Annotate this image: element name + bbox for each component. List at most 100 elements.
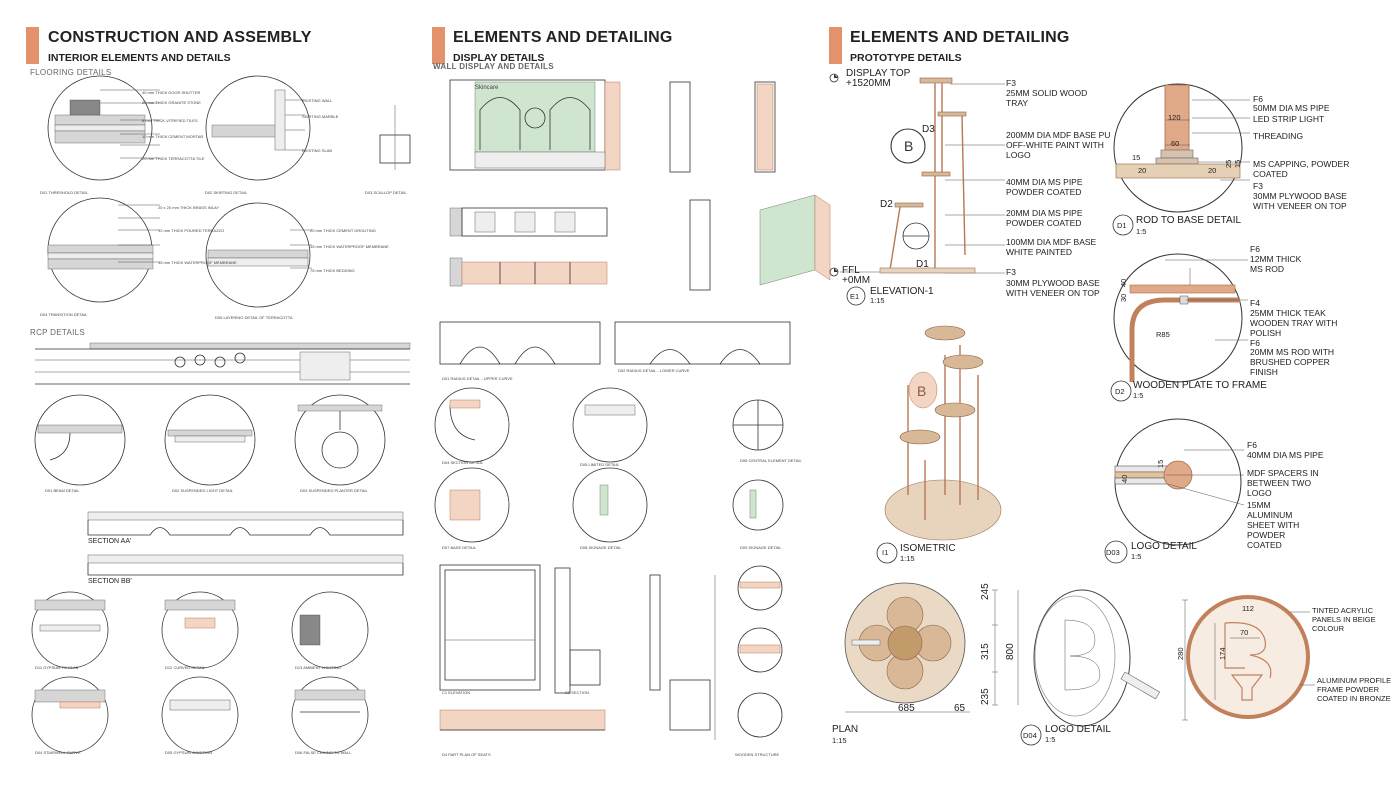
display-note: D09 SIGNAGE DETAIL: [740, 545, 782, 550]
d1-dim-20b: 20: [1208, 166, 1217, 175]
d1-threading: THREADING: [1253, 131, 1304, 141]
d2-code: D2: [1115, 387, 1125, 396]
rcp-note: D01 BEAM DETAIL: [45, 488, 80, 493]
floor-note: 8 mm THICK VITRIFIED TILES: [142, 118, 198, 123]
display-note: D07 BASE DETAIL: [442, 545, 476, 550]
display-note: Skincare: [475, 85, 499, 91]
elevation-drawing: B: [829, 73, 1005, 277]
d03-pipe: 40MM DIA MS PIPE: [1247, 450, 1324, 460]
d2-caption-tag: [1110, 380, 1132, 402]
tray-note: 25MM SOLID WOOD TRAY: [1006, 88, 1088, 108]
plan-scale: 1:15: [832, 736, 847, 745]
mdf100-note: 100MM DIA MDF BASE WHITE PAINTED: [1006, 237, 1097, 257]
flooring-details-drawing: [47, 75, 411, 308]
acrylic-note: TINTED ACRYLIC PANELS IN BEIGE COLOUR: [1312, 606, 1376, 633]
f3-tag: F3: [1006, 78, 1016, 88]
panel-subtitle: PROTOTYPE DETAILS: [850, 52, 962, 64]
rcp-note: D11 GYPSUM TO SLAB: [35, 665, 79, 670]
floor-note: 20 mm THICK CEMENT GROUTING: [310, 228, 376, 233]
d03-code: D03: [1106, 548, 1120, 557]
isometric-scale: 1:15: [900, 554, 915, 563]
display-note: C1 ELEVATION: [442, 690, 471, 695]
isometric-caption: ISOMETRIC: [900, 543, 956, 554]
display-top-label: DISPLAY TOP: [846, 68, 911, 79]
floor-note: EXISTING SLAB: [302, 148, 333, 153]
display-top-level: +1520MM: [846, 78, 891, 89]
plan-dim-width: 685: [898, 703, 915, 714]
floor-note: 20 mm THICK TERRACOTTA TILE: [142, 156, 205, 161]
floor-note: D04 TRANSITION DETAIL: [40, 312, 88, 317]
floor-note: SKIRTING MARBLE: [302, 114, 339, 119]
logo-side-code: D04: [1023, 731, 1037, 740]
panel-subtitle: INTERIOR ELEMENTS AND DETAILS: [48, 52, 231, 64]
floor-note: 15 mm THICK WATERPROOF MEMBRANE: [158, 260, 237, 265]
logo-side-drawing: [992, 589, 1161, 727]
rcp-note: D05 GYPSUM JUNCTION: [165, 750, 213, 755]
floor-note: 20 mm THICK GRANITE STONE: [142, 100, 201, 105]
panel-prototype-details: ELEMENTS AND DETAILING PROTOTYPE DETAILS…: [820, 0, 1400, 787]
pipe40-note: 40MM DIA MS PIPE POWDER COATED: [1006, 177, 1083, 197]
ffl-level: +0MM: [842, 275, 871, 286]
rcp-note: D06 FALSE CEILING TO WALL: [295, 750, 352, 755]
rcp-note: D03 SUSPENDED PLANTER DETAIL: [300, 488, 368, 493]
d1-caption-tag: [1112, 214, 1134, 236]
ffl-label: FFL: [842, 265, 860, 276]
isometric-drawing: B: [884, 325, 1002, 541]
d1-led: LED STRIP LIGHT: [1253, 114, 1325, 124]
d2-scale: 1:5: [1133, 391, 1144, 400]
title-accent-bar: [829, 27, 842, 64]
floor-note: 75 mm THICK BEDDING: [310, 268, 355, 273]
svg-text:B: B: [904, 138, 913, 154]
d03-dim-15: 15: [1156, 459, 1165, 468]
logo-front-drawing: [1182, 595, 1315, 721]
display-note: D06 CENTRAL ELEMENT DETAIL: [740, 458, 802, 463]
floor-note: 10 mm THICK CEMENT MORTAR: [142, 134, 204, 139]
d1-dim-60: 60: [1171, 139, 1180, 148]
d1-capping: MS CAPPING, POWDER COATED: [1253, 159, 1350, 179]
floor-note: 12 mm THICK POURED TERRAZZO: [158, 228, 225, 233]
isometric-code: I1: [882, 548, 889, 557]
d2-f6b: F6: [1250, 338, 1260, 348]
svg-text:B: B: [917, 383, 926, 399]
mdf-base-note: 200MM DIA MDF BASE PU OFF-WHITE PAINT WI…: [1006, 130, 1111, 160]
d2-tray: 25MM THICK TEAK WOODEN TRAY WITH POLISH: [1250, 308, 1338, 338]
d1-pipe: 50MM DIA MS PIPE: [1253, 103, 1330, 113]
rcp-note: D13 AMBIENT LIGHTING: [295, 665, 341, 670]
rcp-note: D02 SUSPENDED LIGHT DETAIL: [172, 488, 233, 493]
wall-display-heading: WALL DISPLAY AND DETAILS: [433, 62, 554, 71]
logo-front-dim-top: 112: [1242, 604, 1254, 613]
logo-side-caption-tag: [1020, 724, 1042, 746]
d2-caption: WOODEN PLATE TO FRAME: [1133, 380, 1267, 391]
rcp-details-drawing: [31, 342, 411, 754]
floor-note: 20 x 20 mm THICK BRASS INLAY: [158, 205, 219, 210]
d03-aluminium: 15MM ALUMINUM SHEET WITH POWDER COATED: [1247, 500, 1300, 550]
flooring-heading: FLOORING DETAILS: [30, 68, 112, 77]
logo-side-caption: LOGO DETAIL: [1045, 724, 1111, 735]
d03-spacers: MDF SPACERS IN BETWEEN TWO LOGO: [1247, 468, 1319, 498]
elevation-caption: ELEVATION-1: [870, 286, 934, 297]
d03-f6: F6: [1247, 440, 1257, 450]
d03-caption: LOGO DETAIL: [1131, 541, 1197, 552]
display-note: D05 LIMITED DETAIL: [580, 462, 620, 467]
d2-callout: D2: [880, 199, 893, 210]
plywood-note: 30MM PLYWOOD BASE WITH VENEER ON TOP: [1006, 278, 1100, 298]
floor-note: D02 SKIRTING DETAIL: [205, 190, 248, 195]
title-accent-bar: [432, 27, 445, 64]
rcp-note: D04 STAIRWELL CURVE: [35, 750, 81, 755]
plan-caption: PLAN: [832, 724, 859, 735]
wall-display-drawing: [434, 79, 831, 740]
floor-note: D03 SCALLOP DETAIL: [365, 190, 407, 195]
section-bb-label: SECTION BB': [88, 578, 132, 585]
display-note: D01 RADIUS DETAIL - UPPER CURVE: [442, 376, 513, 381]
panel-title: ELEMENTS AND DETAILING: [453, 29, 673, 46]
display-note: D02 RADIUS DETAIL - LOWER CURVE: [618, 368, 690, 373]
logo-front-dim-inner: 70: [1240, 628, 1249, 637]
logo-detail-drawing: [1114, 418, 1245, 546]
d3-callout: D3: [922, 124, 935, 135]
panel-subtitle: DISPLAY DETAILS: [453, 52, 545, 64]
f3-tag-bottom: F3: [1006, 267, 1016, 277]
d03-dim-40: 40: [1120, 474, 1129, 483]
plan-dim-offset: 65: [954, 703, 966, 714]
d1-callout: D1: [916, 259, 929, 270]
display-note: D08 SIGNAGE DETAIL: [580, 545, 622, 550]
